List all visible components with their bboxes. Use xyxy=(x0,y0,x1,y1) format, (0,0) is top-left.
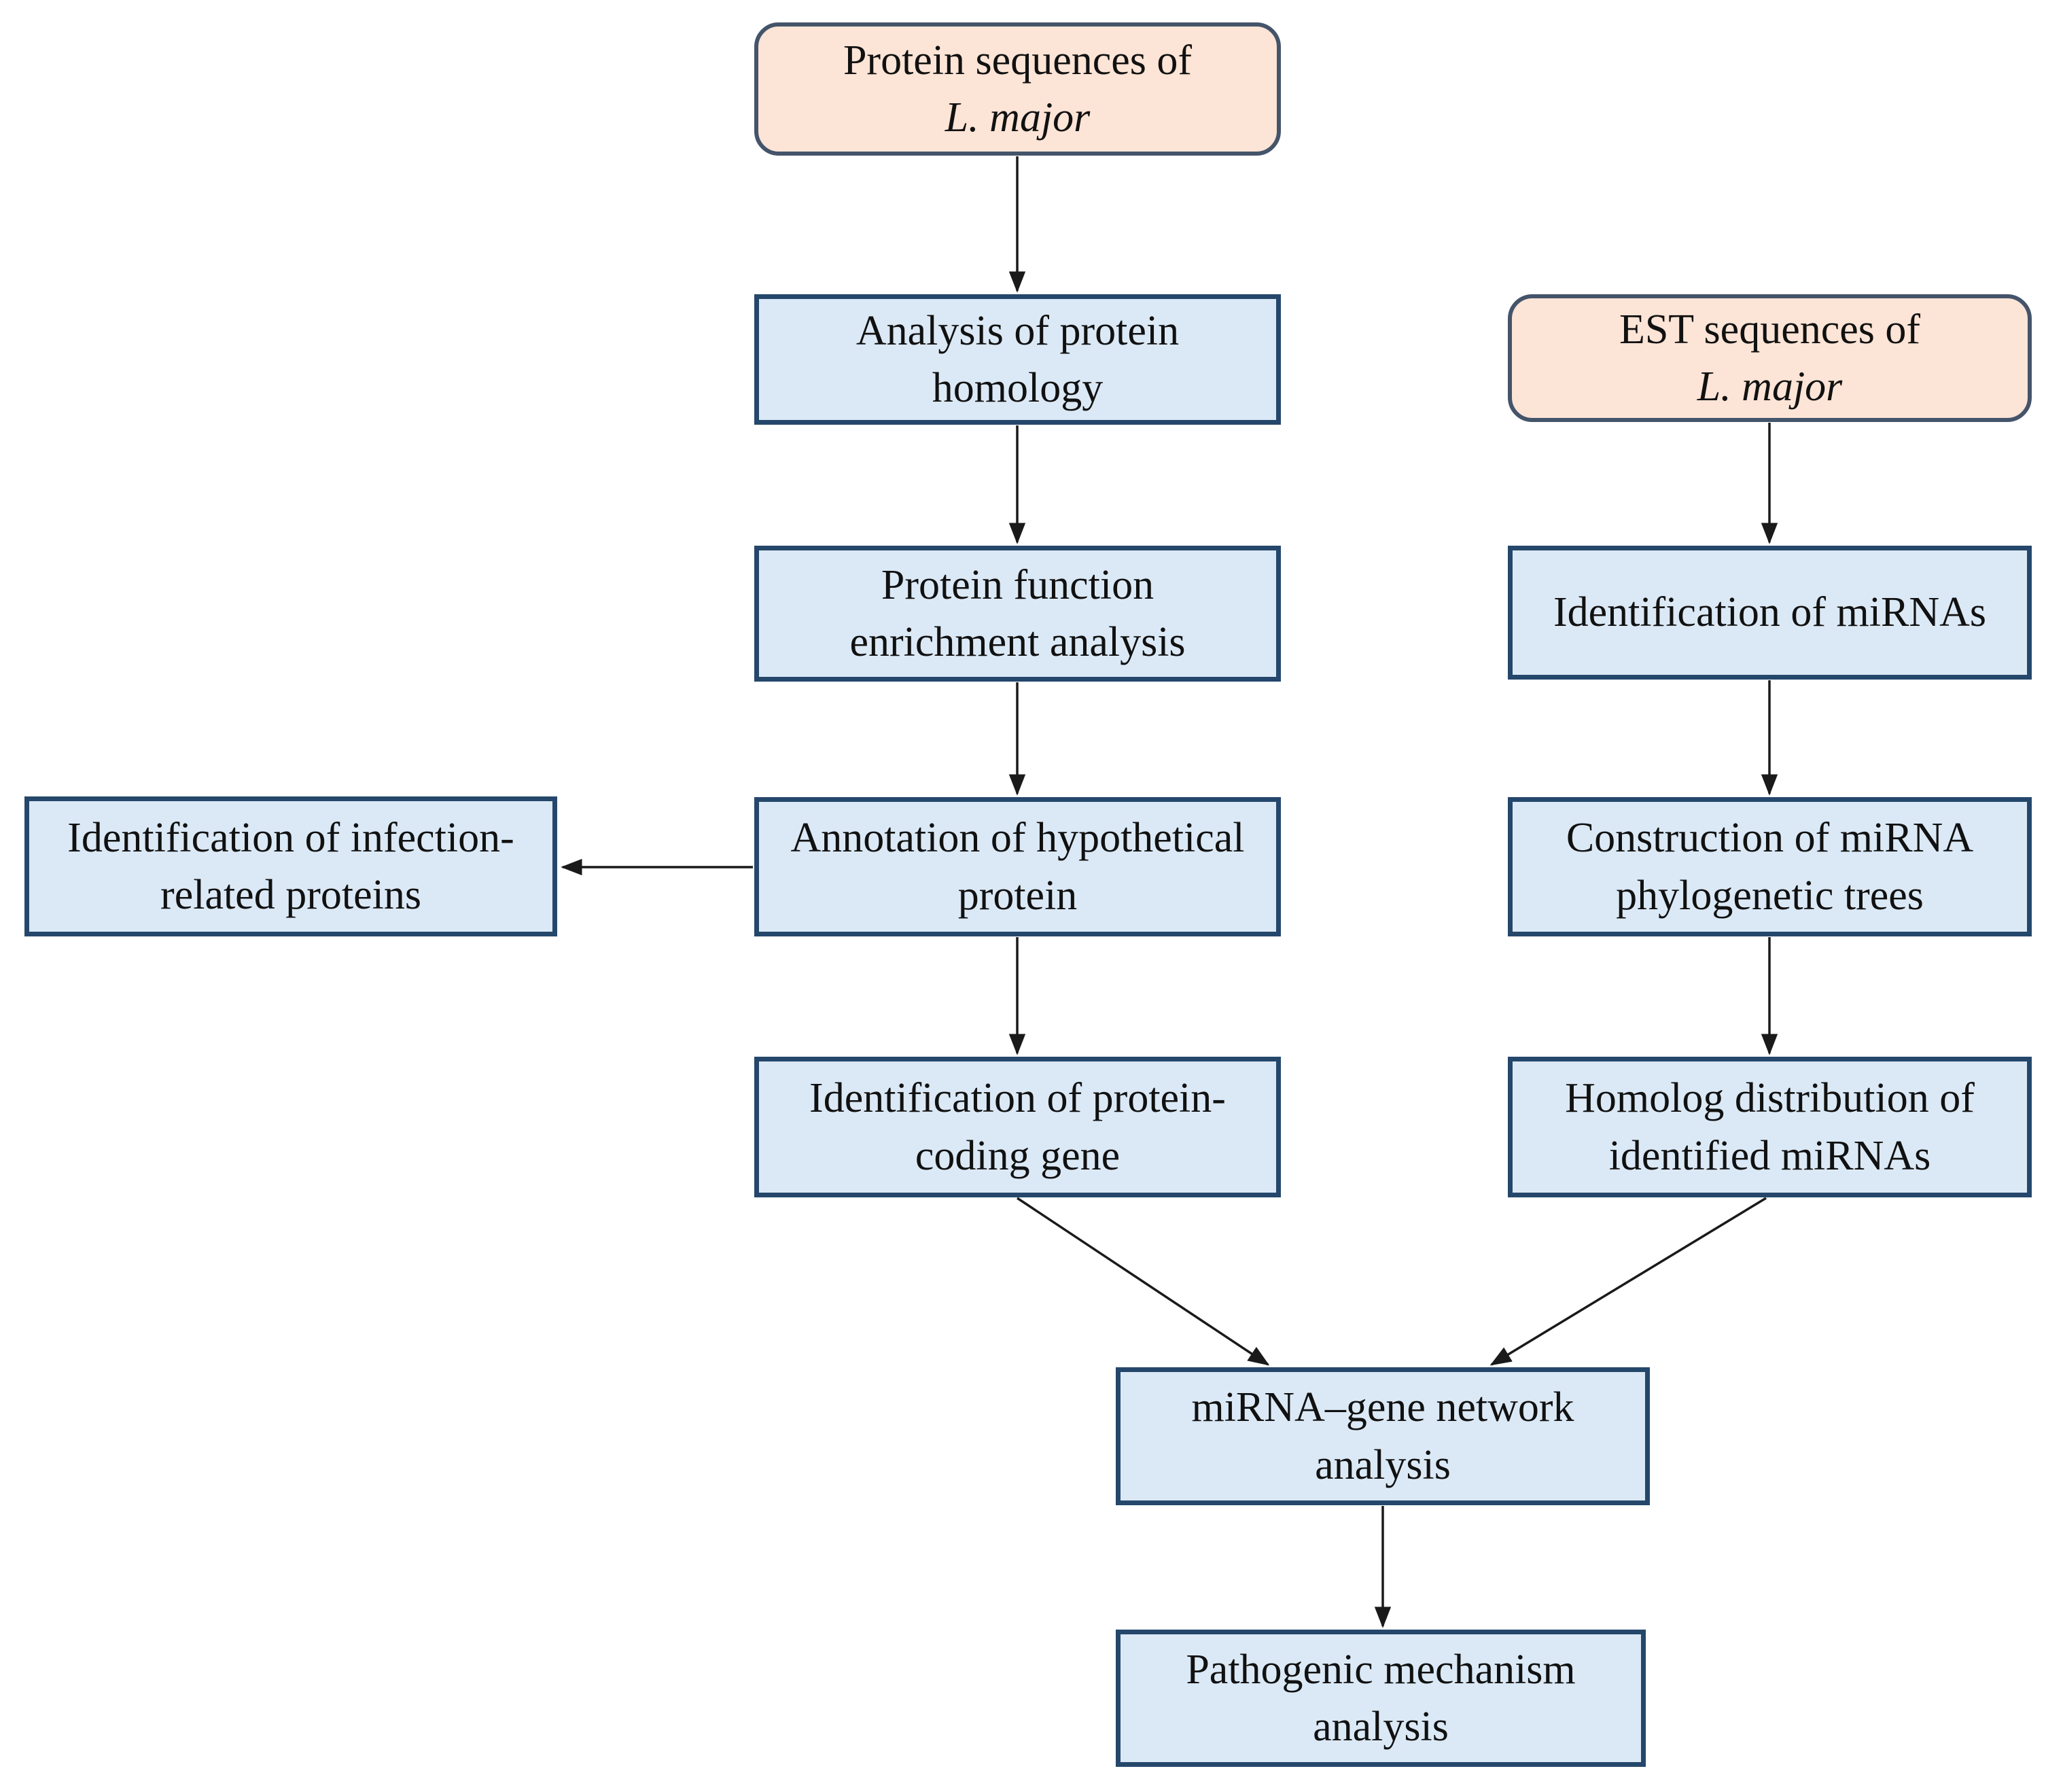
node-label-line: phylogenetic trees xyxy=(1616,872,1924,919)
node-homolog-distribution-identified-mirnas: Homolog distribution of identified miRNA… xyxy=(1508,1057,2032,1197)
node-label-line: Identification of protein- xyxy=(809,1075,1226,1122)
species-name: L. major xyxy=(1697,364,1843,410)
node-label-line: analysis xyxy=(1315,1441,1451,1488)
node-label-line: enrichment analysis xyxy=(849,619,1186,665)
arrow-protein-coding-to-network xyxy=(1017,1197,1270,1366)
node-label-line: homology xyxy=(932,365,1104,411)
node-label-line: coding gene xyxy=(915,1132,1121,1179)
node-identification-infection-related-proteins: Identification of infection- related pro… xyxy=(24,796,557,936)
node-label-line: analysis xyxy=(1313,1704,1449,1750)
node-label-line: Annotation of hypothetical xyxy=(790,815,1245,862)
node-label-line: protein xyxy=(957,872,1078,919)
node-label-line: Analysis of protein xyxy=(856,307,1180,354)
node-label-line: EST sequences of xyxy=(1619,306,1921,353)
node-construction-mirna-phylogenetic-trees: Construction of miRNA phylogenetic trees xyxy=(1508,797,2032,936)
node-est-sequences: EST sequences of L. major xyxy=(1508,294,2032,422)
node-label-line: identified miRNAs xyxy=(1608,1132,1931,1179)
node-label-line: Identification of miRNAs xyxy=(1553,589,1987,636)
node-mirna-gene-network-analysis: miRNA–gene network analysis xyxy=(1116,1367,1650,1505)
node-analysis-of-protein-homology: Analysis of protein homology xyxy=(754,294,1281,425)
arrow-homolog-to-network xyxy=(1489,1197,1767,1366)
node-identification-protein-coding-gene: Identification of protein- coding gene xyxy=(754,1057,1281,1197)
node-label-line: Protein sequences of xyxy=(843,37,1193,84)
node-label-line: Identification of infection- xyxy=(67,814,514,861)
node-label-line: miRNA–gene network xyxy=(1191,1384,1574,1431)
node-protein-function-enrichment: Protein function enrichment analysis xyxy=(754,546,1281,682)
species-name: L. major xyxy=(945,94,1091,141)
node-label-line: Homolog distribution of xyxy=(1565,1075,1975,1122)
node-identification-of-mirnas: Identification of miRNAs xyxy=(1508,546,2032,680)
node-label-line: Pathogenic mechanism xyxy=(1186,1646,1576,1693)
node-label-line: Construction of miRNA xyxy=(1566,815,1974,862)
node-pathogenic-mechanism-analysis: Pathogenic mechanism analysis xyxy=(1116,1630,1646,1767)
node-label-line: related proteins xyxy=(160,872,421,918)
node-protein-sequences: Protein sequences of L. major xyxy=(754,22,1281,156)
node-label-line: Protein function xyxy=(881,561,1154,608)
node-annotation-hypothetical-protein: Annotation of hypothetical protein xyxy=(754,797,1281,936)
